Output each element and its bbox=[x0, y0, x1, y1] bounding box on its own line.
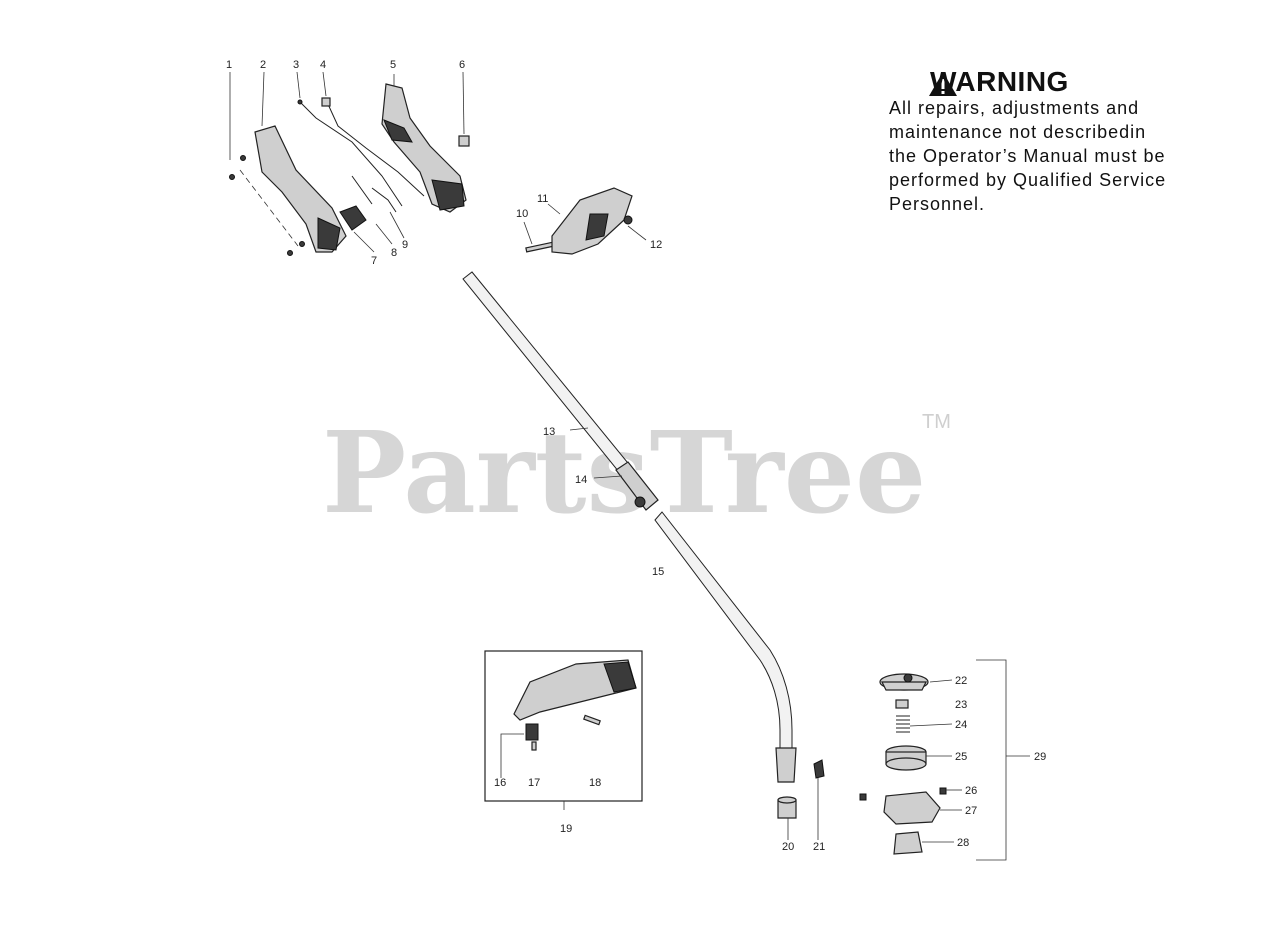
callout-28: 28 bbox=[957, 837, 969, 849]
warning-line-2: maintenance not describedin bbox=[889, 122, 1147, 142]
part-18-guard bbox=[513, 659, 637, 726]
callout-21: 21 bbox=[813, 841, 825, 853]
part-27-spool-cover bbox=[883, 791, 941, 825]
callout-10: 10 bbox=[516, 208, 528, 220]
warning-title: WARNING bbox=[930, 66, 1069, 97]
part-21-clip bbox=[813, 759, 825, 779]
callout-26: 26 bbox=[965, 785, 977, 797]
part-28-bump-knob bbox=[893, 831, 923, 855]
callout-18: 18 bbox=[589, 777, 601, 789]
callout-24: 24 bbox=[955, 719, 967, 731]
callout-4: 4 bbox=[320, 59, 326, 71]
guard-kit-box bbox=[484, 650, 643, 802]
part-26-eyelet bbox=[859, 787, 947, 801]
callout-7: 7 bbox=[371, 255, 377, 267]
part-7-switch bbox=[339, 205, 367, 231]
part-20-bushing bbox=[777, 796, 797, 819]
part-4-cord bbox=[321, 97, 425, 197]
assembly-bracket-29 bbox=[976, 659, 1030, 861]
callout-20: 20 bbox=[782, 841, 794, 853]
callout-1: 1 bbox=[226, 59, 232, 71]
callout-22: 22 bbox=[955, 675, 967, 687]
warning-line-5: Personnel. bbox=[889, 194, 986, 214]
warning-line-1: All repairs, adjustments and bbox=[889, 98, 1140, 118]
part-2-housing-left bbox=[254, 125, 347, 253]
callout-17: 17 bbox=[528, 777, 540, 789]
part-16-17-line-cutter bbox=[500, 723, 539, 778]
warning-triangle-icon bbox=[929, 72, 957, 96]
callout-16: 16 bbox=[494, 777, 506, 789]
part-3-wire bbox=[297, 99, 403, 207]
callout-5: 5 bbox=[390, 59, 396, 71]
callout-25: 25 bbox=[955, 751, 967, 763]
callout-9: 9 bbox=[402, 239, 408, 251]
part-25-spool bbox=[885, 745, 927, 771]
part-22-spool-housing bbox=[879, 673, 929, 691]
part-15-lower-shaft bbox=[654, 511, 797, 783]
callout-27: 27 bbox=[965, 805, 977, 817]
part-14-coupler bbox=[615, 461, 659, 511]
callout-11: 11 bbox=[537, 193, 548, 205]
callout-12: 12 bbox=[650, 239, 662, 251]
warning-line-3: the Operator’s Manual must be bbox=[889, 146, 1166, 166]
part-1-screws bbox=[229, 155, 305, 256]
part-8-spring bbox=[351, 175, 373, 205]
callout-3: 3 bbox=[293, 59, 299, 71]
callout-29: 29 bbox=[1034, 751, 1046, 763]
part-23-24-spring bbox=[895, 699, 910, 733]
callout-19: 19 bbox=[560, 823, 572, 835]
part-5-housing-right bbox=[381, 83, 467, 213]
callout-23: 23 bbox=[955, 699, 967, 711]
part-12-knob bbox=[623, 215, 633, 225]
leader-lines bbox=[229, 71, 962, 843]
warning-line-4: performed by Qualified Service bbox=[889, 170, 1167, 190]
callout-6: 6 bbox=[459, 59, 465, 71]
callout-8: 8 bbox=[391, 247, 397, 259]
warning-text: All repairs, adjustments and maintenance… bbox=[889, 96, 1219, 216]
callout-2: 2 bbox=[260, 59, 266, 71]
callout-13: 13 bbox=[543, 426, 555, 438]
part-6-clip bbox=[458, 135, 470, 147]
part-9-contact bbox=[371, 187, 397, 213]
callout-14: 14 bbox=[575, 474, 587, 486]
callout-15: 15 bbox=[652, 566, 664, 578]
part-11-assist-handle bbox=[551, 187, 633, 255]
watermark-trademark: TM bbox=[922, 411, 951, 433]
